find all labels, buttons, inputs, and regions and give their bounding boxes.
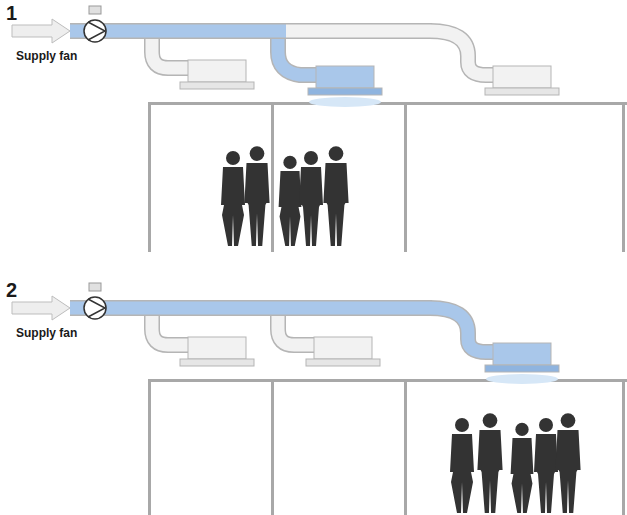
person-head bbox=[304, 151, 318, 165]
panel-number: 1 bbox=[6, 2, 17, 25]
person-silhouette bbox=[244, 163, 269, 246]
panel bbox=[12, 6, 627, 252]
room-wall bbox=[148, 102, 151, 252]
room-wall bbox=[148, 379, 151, 515]
diffuser-box bbox=[314, 337, 372, 359]
person-silhouette bbox=[511, 438, 534, 513]
fan-motor bbox=[89, 283, 101, 291]
diffuser-plate bbox=[306, 359, 380, 366]
ceiling bbox=[148, 102, 627, 105]
person-silhouette bbox=[534, 434, 558, 513]
air-flow bbox=[486, 374, 558, 384]
fan-blade bbox=[88, 299, 105, 317]
fan-blade bbox=[88, 22, 105, 40]
person-silhouette bbox=[279, 171, 302, 246]
diffuser-plate bbox=[180, 82, 254, 89]
main-duct bbox=[70, 302, 432, 315]
panel bbox=[12, 283, 627, 515]
diffuser-box bbox=[493, 343, 551, 365]
fan-motor bbox=[89, 6, 101, 14]
person-silhouette bbox=[477, 430, 502, 513]
room-wall bbox=[622, 379, 625, 515]
inlet-arrow bbox=[12, 296, 70, 320]
fan-symbol bbox=[84, 297, 106, 319]
fan-label: Supply fan bbox=[16, 49, 77, 63]
person-head bbox=[329, 146, 344, 161]
person-silhouette bbox=[555, 430, 580, 513]
diffuser-plate bbox=[308, 88, 382, 95]
diffuser-box bbox=[188, 60, 246, 82]
room-wall bbox=[271, 102, 274, 252]
inlet-arrow bbox=[12, 19, 70, 43]
air-flow bbox=[309, 97, 381, 107]
person-head bbox=[455, 418, 469, 432]
fan-symbol bbox=[84, 20, 106, 42]
person-head bbox=[539, 418, 553, 432]
room-wall bbox=[622, 102, 625, 252]
diffuser-box bbox=[188, 337, 246, 359]
diffuser-plate bbox=[485, 88, 559, 95]
person-head bbox=[283, 156, 296, 169]
person-silhouette bbox=[221, 167, 245, 246]
diffuser-box bbox=[493, 66, 551, 88]
panel-number: 2 bbox=[6, 279, 17, 302]
main-duct-outline bbox=[70, 300, 432, 316]
room-wall bbox=[404, 379, 407, 515]
person-silhouette bbox=[450, 434, 474, 513]
person-head bbox=[483, 413, 498, 428]
room-wall bbox=[271, 379, 274, 515]
room-wall bbox=[404, 102, 407, 252]
person-head bbox=[250, 146, 265, 161]
main-duct bbox=[285, 25, 432, 38]
person-head bbox=[226, 151, 240, 165]
diffuser-plate bbox=[485, 365, 559, 372]
main-duct-outline bbox=[285, 23, 432, 39]
diffuser-plate bbox=[180, 359, 254, 366]
fan-label: Supply fan bbox=[16, 326, 77, 340]
person-head bbox=[561, 413, 576, 428]
person-silhouette bbox=[323, 163, 348, 246]
diffuser-box bbox=[316, 66, 374, 88]
person-head bbox=[515, 423, 528, 436]
person-silhouette bbox=[299, 167, 323, 246]
